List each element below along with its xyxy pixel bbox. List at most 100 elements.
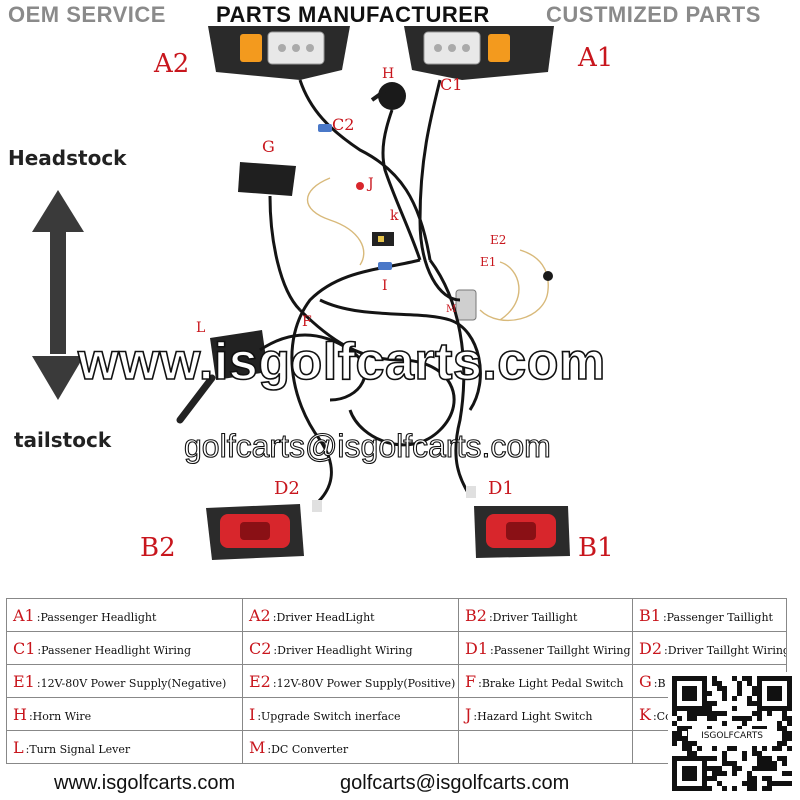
qr-module <box>672 741 677 746</box>
banner-customized-parts: CUSTMIZED PARTS <box>546 2 761 27</box>
qr-module <box>677 736 682 741</box>
qr-module <box>772 766 777 771</box>
qr-module <box>707 776 712 781</box>
qr-module <box>717 711 722 716</box>
qr-module <box>752 786 757 791</box>
legend-code: K <box>639 704 651 724</box>
qr-module <box>742 756 747 761</box>
qr-module <box>712 681 717 686</box>
legend-text: :Horn Wire <box>28 709 92 723</box>
qr-module <box>687 711 692 716</box>
legend-text: :Passener Headlight Wiring <box>37 643 192 657</box>
qr-module <box>782 781 787 786</box>
qr-module <box>697 711 702 716</box>
legend-text: :12V-80V Power Supply(Negative) <box>36 676 227 690</box>
footer-email: golfcarts@isgolfcarts.com <box>340 772 570 794</box>
qr-module <box>687 741 692 746</box>
legend-code: J <box>465 704 472 724</box>
driver-taillight <box>206 504 304 560</box>
qr-module <box>672 721 677 726</box>
qr-module <box>682 726 687 731</box>
qr-module <box>767 786 772 791</box>
qr-module <box>722 711 727 716</box>
qr-module <box>722 771 727 776</box>
qr-module <box>782 711 787 716</box>
qr-module <box>742 751 747 756</box>
qr-module <box>747 781 752 786</box>
qr-module <box>777 741 782 746</box>
qr-module <box>717 686 722 691</box>
qr-module <box>752 691 757 696</box>
qr-module <box>712 701 717 706</box>
legend-cell: A2:Driver HeadLight <box>242 598 459 632</box>
qr-module <box>777 746 782 751</box>
passenger-taillight <box>474 506 570 558</box>
qr-module <box>742 716 747 721</box>
legend-cell: D2:Driver Taillght Wiring <box>632 631 787 665</box>
label-e2: E2 <box>490 233 506 247</box>
legend-cell: H:Horn Wire <box>6 697 243 731</box>
qr-module <box>782 726 787 731</box>
qr-module <box>707 766 712 771</box>
qr-module <box>762 776 767 781</box>
legend-code: H <box>13 704 27 724</box>
label-j: J <box>366 176 374 192</box>
qr-module <box>762 756 767 761</box>
qr-module <box>692 716 697 721</box>
wiring-diagram: A2 A1 B2 B1 C1 C2 D1 D2 E1 E2 F G H I J … <box>32 26 614 563</box>
qr-module <box>747 701 752 706</box>
label-h: H <box>382 66 394 82</box>
legend-text: :Co <box>652 709 672 723</box>
qr-module <box>777 726 782 731</box>
qr-module <box>752 726 757 731</box>
qr-module <box>772 746 777 751</box>
legend-cell: L:Turn Signal Lever <box>6 730 243 764</box>
qr-module <box>712 776 717 781</box>
horn <box>370 82 406 110</box>
legend-cell: B2:Driver Taillight <box>458 598 633 632</box>
qr-module <box>672 736 677 741</box>
qr-module <box>707 726 712 731</box>
qr-module <box>682 741 687 746</box>
legend-code: D1 <box>465 638 489 658</box>
qr-module <box>692 751 697 756</box>
qr-code: ISGOLFCARTS <box>668 672 796 792</box>
qr-module <box>712 676 717 681</box>
qr-module <box>737 716 742 721</box>
qr-module <box>782 736 787 741</box>
legend-cell: F:Brake Light Pedal Switch <box>458 664 633 698</box>
label-l: L <box>196 320 205 336</box>
legend-text: :Turn Signal Lever <box>25 742 131 756</box>
thin-wires <box>306 177 549 322</box>
wire-harness <box>259 79 482 504</box>
legend-code: L <box>13 737 24 757</box>
qr-module <box>732 716 737 721</box>
legend-cell: C2:Driver Headlight Wiring <box>242 631 459 665</box>
watermark-website: www.isgolfcarts.com <box>77 332 606 392</box>
qr-module <box>747 786 752 791</box>
qr-module <box>687 751 692 756</box>
label-i: I <box>382 278 388 294</box>
qr-module <box>682 736 687 741</box>
qr-module <box>712 716 717 721</box>
legend-code: B1 <box>639 605 661 625</box>
qr-finder-center <box>767 686 782 701</box>
qr-module <box>722 721 727 726</box>
brake-pedal-switch-module <box>238 162 296 196</box>
qr-module <box>692 741 697 746</box>
legend-cell: I:Upgrade Switch inerface <box>242 697 459 731</box>
legend-cell: D1:Passener Taillght Wiring <box>458 631 633 665</box>
qr-module <box>722 696 727 701</box>
qr-module <box>777 781 782 786</box>
footer-website: www.isgolfcarts.com <box>54 772 236 794</box>
qr-module <box>737 686 742 691</box>
label-g: G <box>262 137 275 156</box>
legend-code: A2 <box>249 605 271 625</box>
qr-module <box>712 711 717 716</box>
qr-module <box>752 766 757 771</box>
qr-module <box>767 781 772 786</box>
qr-module <box>672 711 677 716</box>
qr-module <box>732 676 737 681</box>
qr-module <box>677 726 682 731</box>
